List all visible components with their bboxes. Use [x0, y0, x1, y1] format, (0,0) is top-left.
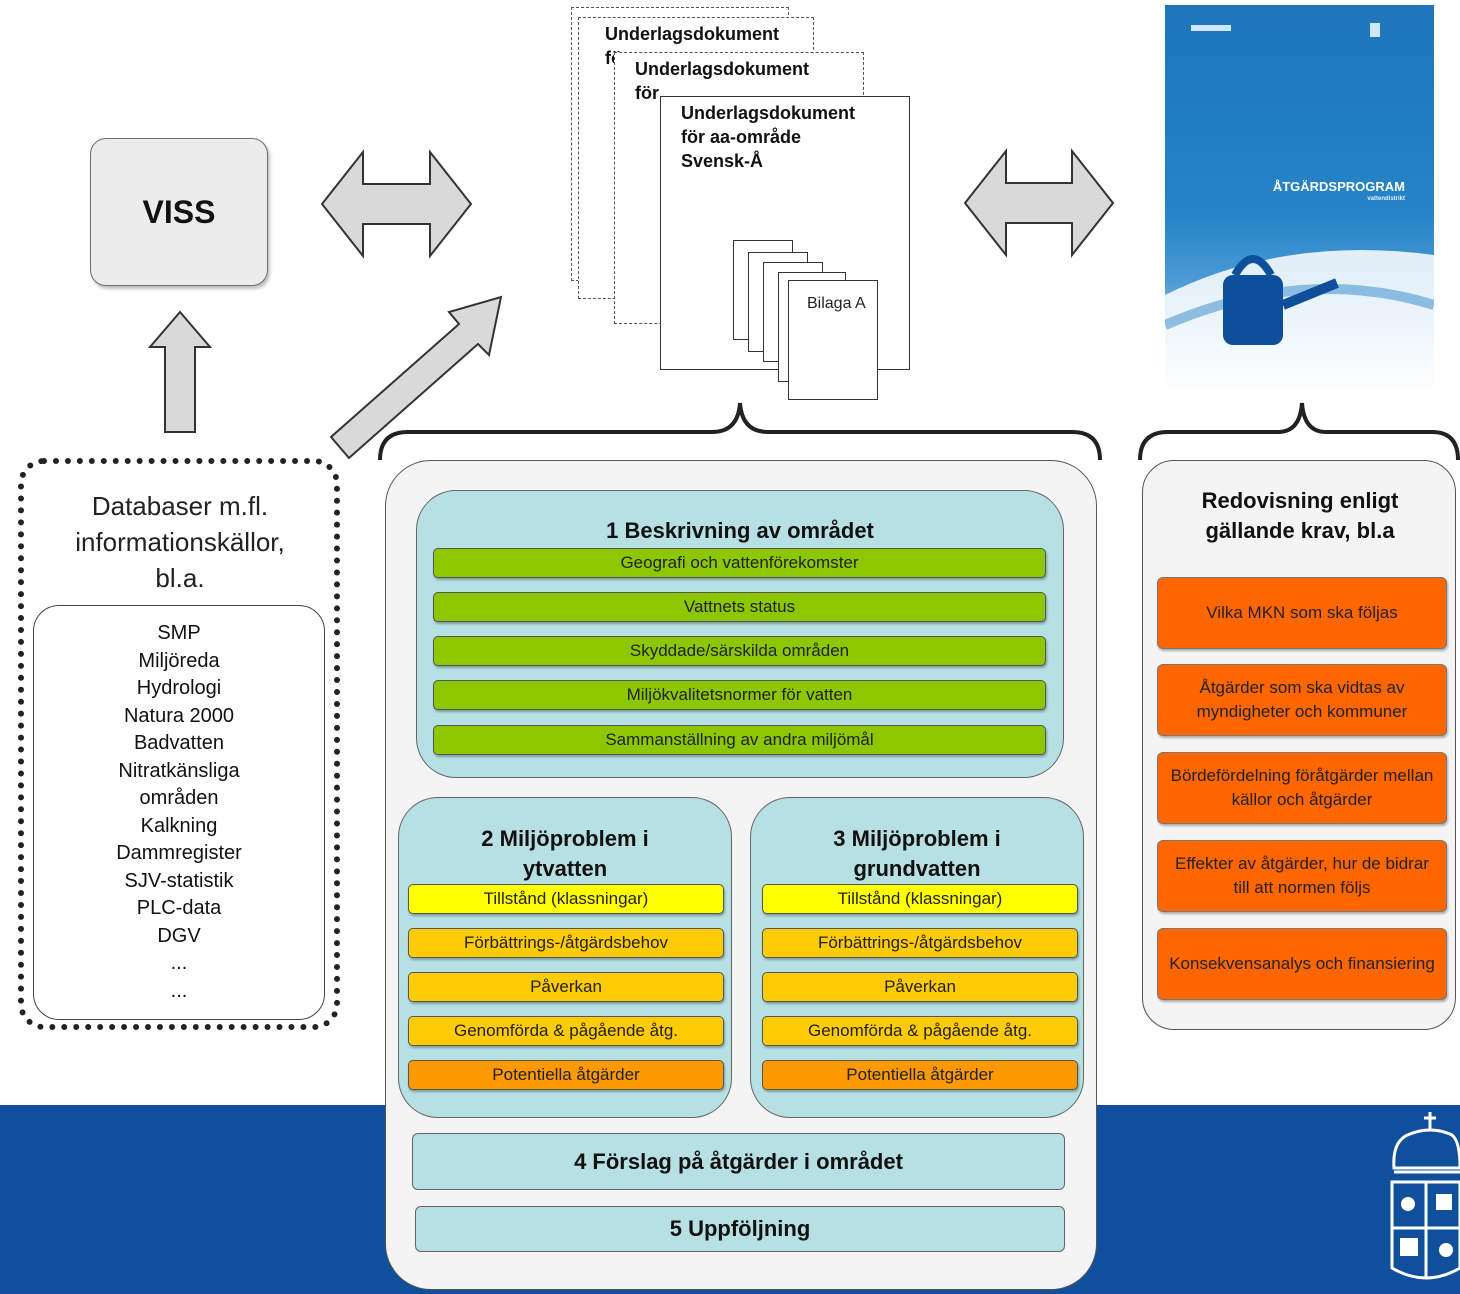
section-3-item: Potentiella åtgärder [762, 1060, 1078, 1090]
diagonal-arrow [329, 295, 503, 460]
database-item: områden [139, 787, 219, 809]
document-front-line: Svensk-Å [681, 151, 764, 171]
database-item: Hydrologi [136, 677, 222, 699]
redovisning-item: Effekter av åtgärder, hur de bidrar till… [1157, 840, 1447, 912]
database-item: Natura 2000 [123, 704, 235, 727]
databases-title-line: bl.a. [155, 563, 205, 593]
section-2-item: Tillstånd (klassningar) [408, 884, 724, 914]
viss-box: VISS [90, 138, 268, 286]
redovisning-item-label: Vilka MKN som ska följas [1206, 603, 1398, 622]
redovisning-item: Åtgärder som ska vidtas av myndigheter o… [1157, 664, 1447, 736]
section-1-item-label: Geografi och vattenförekomster [620, 553, 859, 572]
databases-title: Databaser m.fl. informationskällor, bl.a… [24, 488, 336, 596]
section-2-item-label: Förbättrings-/åtgärdsbehov [463, 933, 669, 952]
section-1-item: Miljökvalitetsnormer för vatten [433, 680, 1046, 710]
section-3-item-label: Tillstånd (klassningar) [837, 889, 1003, 908]
section-3-item: Tillstånd (klassningar) [762, 884, 1078, 914]
databases-list: SMP Miljöreda Hydrologi Natura 2000 Badv… [33, 605, 325, 1020]
database-item: SMP [157, 622, 201, 644]
section-2-item: Genomförda & pågående åtg. [408, 1016, 724, 1046]
brace-main [378, 402, 1102, 461]
section-2-title-line: 2 Miljöproblem i [481, 826, 649, 851]
coat-of-arms-emblem [1390, 1112, 1460, 1280]
database-item: Badvatten [133, 732, 225, 754]
section-1-item: Sammanställning av andra miljömål [433, 725, 1046, 755]
section-2-item-label: Påverkan [530, 977, 602, 996]
redovisning-title-line: gällande krav, bl.a [1205, 518, 1395, 543]
document-front-line: för aa-område [681, 127, 802, 147]
database-item: Nitratkänsliga [118, 759, 240, 782]
section-3-item-label: Potentiella åtgärder [846, 1065, 994, 1084]
section-1-title: 1 Beskrivning av området [606, 518, 874, 543]
section-3-title-line: 3 Miljöproblem i [833, 826, 1001, 851]
redovisning-item: Vilka MKN som ska följas [1157, 577, 1447, 649]
section-1-item-label: Skyddade/särskilda områden [629, 641, 850, 660]
section-2-item: Påverkan [408, 972, 724, 1002]
section-3-item-label: Förbättrings-/åtgärdsbehov [817, 933, 1023, 952]
up-arrow [147, 310, 213, 433]
database-item: ... [170, 979, 188, 1002]
section-3-item: Genomförda & pågående åtg. [762, 1016, 1078, 1046]
databases-title-line: informationskällor, [75, 527, 285, 557]
database-item: ... [170, 952, 188, 974]
document-front-line: Underlagsdokument [681, 103, 856, 123]
database-item: DGV [157, 924, 201, 947]
section-5-title: 5 Uppföljning [669, 1216, 811, 1241]
section-2-title: 2 Miljöproblem i ytvatten [398, 824, 732, 884]
section-1-item: Skyddade/särskilda områden [433, 636, 1046, 666]
redovisning-item-label: Effekter av åtgärder, hur de bidrar till… [1175, 854, 1429, 897]
document-title-fragment: för [635, 83, 659, 103]
cover-subtitle: vattendistrikt [1367, 196, 1405, 202]
section-3-title: 3 Miljöproblem i grundvatten [750, 824, 1084, 884]
section-3-item: Påverkan [762, 972, 1078, 1002]
section-1-item: Geografi och vattenförekomster [433, 548, 1046, 578]
redovisning-item-label: Bördefördelning föråtgärder mellan källo… [1170, 766, 1434, 809]
section-3-item-label: Påverkan [884, 977, 956, 996]
brace-redovisning [1138, 402, 1460, 461]
redovisning-item-label: Konsekvensanalys och finansiering [1169, 954, 1435, 973]
redovisning-item: Konsekvensanalys och finansiering [1157, 928, 1447, 1000]
cover-title: ÅTGÄRDSPROGRAM [1272, 179, 1405, 194]
cover-graphics [1165, 23, 1434, 387]
redovisning-title: Redovisning enligt gällande krav, bl.a [1150, 486, 1450, 546]
attachment-label: Bilaga A [807, 295, 866, 312]
section-1-item-label: Sammanställning av andra miljömål [605, 730, 874, 749]
section-3-item-label: Genomförda & pågående åtg. [808, 1021, 1032, 1040]
database-item: Dammregister [116, 842, 242, 864]
redovisning-item-label: Åtgärder som ska vidtas av myndigheter o… [1196, 678, 1408, 721]
section-2-item: Potentiella åtgärder [408, 1060, 724, 1090]
database-item: Kalkning [140, 814, 218, 837]
redovisning-title-line: Redovisning enligt [1201, 488, 1399, 513]
section-2-item-label: Potentiella åtgärder [492, 1065, 640, 1084]
section-3-title-line: grundvatten [853, 856, 981, 881]
section-2-item-label: Tillstånd (klassningar) [483, 889, 649, 908]
double-arrow-left [320, 149, 473, 259]
section-1-item-label: Miljökvalitetsnormer för vatten [626, 685, 853, 704]
section-5-uppfoljning: 5 Uppföljning [415, 1206, 1065, 1252]
section-1-item-label: Vattnets status [683, 597, 796, 616]
section-4-title: 4 Förslag på åtgärder i området [574, 1148, 903, 1174]
databases-title-line: Databaser m.fl. [91, 491, 269, 521]
section-2-item-label: Genomförda & pågående åtg. [454, 1021, 678, 1040]
document-title: Underlagsdokument [635, 59, 810, 79]
database-item: SJV-statistik [124, 869, 234, 892]
attachment-front: Bilaga A [788, 280, 878, 400]
section-1-item: Vattnets status [433, 592, 1046, 622]
section-3-item: Förbättrings-/åtgärdsbehov [762, 928, 1078, 958]
section-2-title-line: ytvatten [522, 856, 608, 881]
section-4-forslag: 4 Förslag på åtgärder i området [412, 1133, 1065, 1190]
redovisning-item: Bördefördelning föråtgärder mellan källo… [1157, 752, 1447, 824]
double-arrow-right [963, 148, 1115, 258]
viss-label: VISS [142, 193, 216, 230]
program-cover-image [1165, 5, 1434, 387]
database-item: PLC-data [136, 897, 222, 919]
section-2-item: Förbättrings-/åtgärdsbehov [408, 928, 724, 958]
document-title: Underlagsdokument [605, 24, 780, 44]
database-item: Miljöreda [138, 649, 220, 672]
